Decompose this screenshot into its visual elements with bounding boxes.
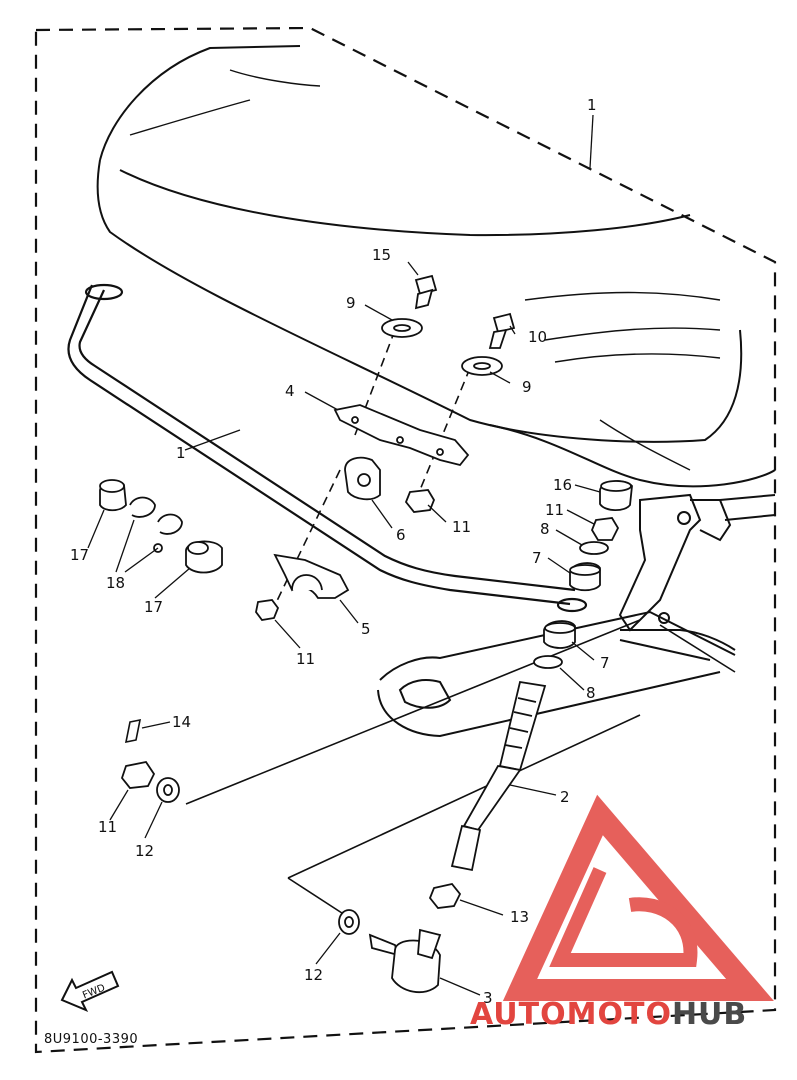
nut-11-left-clamp bbox=[255, 599, 280, 621]
ball-joint-3 bbox=[368, 928, 442, 994]
callout-11-left-lower: 11 bbox=[98, 818, 117, 836]
nut-11-left-lower bbox=[120, 760, 156, 789]
hood-body bbox=[96, 45, 776, 488]
callout-2: 2 bbox=[560, 788, 570, 806]
bushing-7-upper bbox=[569, 562, 601, 592]
callout-7-lower: 7 bbox=[600, 654, 610, 672]
brand-wordmark: AUTOMOTOHUB bbox=[470, 997, 747, 1032]
bolt-10 bbox=[488, 312, 516, 349]
washer-12-lower bbox=[338, 909, 360, 935]
callout-leaders bbox=[87, 114, 601, 996]
callout-9-left: 9 bbox=[346, 294, 356, 312]
callout-18: 18 bbox=[106, 574, 125, 592]
washer-8-upper bbox=[579, 541, 609, 555]
callout-17-upper: 17 bbox=[70, 546, 89, 564]
callout-8-upper: 8 bbox=[540, 520, 550, 538]
drawing-code: 8U9100-3390 bbox=[44, 1032, 138, 1047]
nut-11-right bbox=[590, 517, 620, 541]
leader-lines bbox=[185, 619, 736, 916]
washer-12-left bbox=[156, 777, 180, 803]
clamp-5 bbox=[273, 553, 350, 599]
callout-12-left: 12 bbox=[135, 842, 154, 860]
fwd-arrow: FWD bbox=[60, 970, 120, 1012]
nut-11-center bbox=[404, 489, 436, 513]
callout-7-upper: 7 bbox=[532, 549, 542, 567]
callout-16: 16 bbox=[553, 476, 572, 494]
washer-8-lower bbox=[533, 655, 563, 669]
callout-labels: 1 1 2 3 4 5 6 7 7 8 8 9 9 10 11 11 11 11… bbox=[70, 96, 610, 1007]
control-rod-2 bbox=[450, 680, 547, 872]
bolt-15 bbox=[414, 274, 438, 310]
callout-6: 6 bbox=[396, 526, 406, 544]
nut-13 bbox=[428, 882, 462, 909]
callout-8-lower: 8 bbox=[586, 684, 596, 702]
callout-13: 13 bbox=[510, 908, 529, 926]
clip-18 bbox=[129, 496, 183, 553]
callout-17-lower: 17 bbox=[144, 598, 163, 616]
pin-14 bbox=[124, 718, 142, 744]
bushing-6 bbox=[344, 456, 381, 501]
stopper-16 bbox=[599, 480, 633, 512]
callout-5: 5 bbox=[361, 620, 371, 638]
frame-bracket bbox=[618, 493, 776, 661]
brand-part-hub: HUB bbox=[672, 997, 747, 1032]
callout-12-lower: 12 bbox=[304, 966, 323, 984]
callout-3: 3 bbox=[483, 989, 493, 1007]
callout-4: 4 bbox=[285, 382, 295, 400]
bushing-17-lower bbox=[185, 540, 223, 574]
ski-outline bbox=[377, 610, 736, 738]
automotohub-logo bbox=[502, 794, 774, 1001]
callout-11-center: 11 bbox=[452, 518, 471, 536]
callout-1-top: 1 bbox=[587, 96, 597, 114]
stabilizer-bar bbox=[67, 283, 588, 613]
callout-9-right: 9 bbox=[522, 378, 532, 396]
bracket-4 bbox=[333, 404, 470, 467]
callout-1-bar: 1 bbox=[176, 444, 186, 462]
callout-10: 10 bbox=[528, 328, 547, 346]
callout-11-right: 11 bbox=[545, 501, 564, 519]
callout-14: 14 bbox=[172, 713, 191, 731]
brand-part-automoto: AUTOMOTO bbox=[470, 997, 672, 1032]
bushing-17-upper bbox=[99, 479, 127, 512]
callout-15: 15 bbox=[372, 246, 391, 264]
washer-9-right bbox=[461, 356, 503, 376]
callout-11-clamp: 11 bbox=[296, 650, 315, 668]
washer-9-left bbox=[381, 318, 423, 338]
bushing-7-lower bbox=[543, 620, 576, 649]
